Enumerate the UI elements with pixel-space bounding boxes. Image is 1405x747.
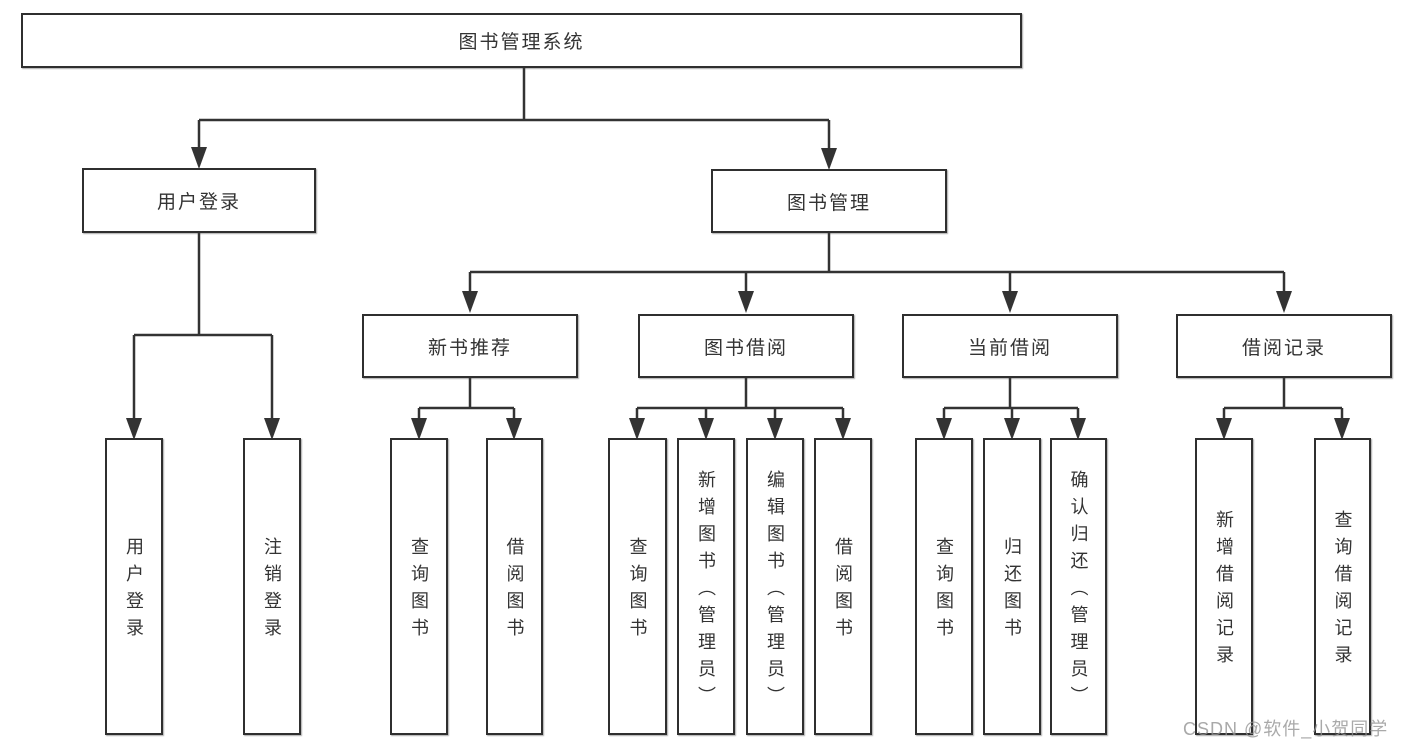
arrow-down-icon xyxy=(506,418,522,440)
arrow-down-icon xyxy=(1002,291,1018,313)
leaf-query-books-current-label: 查询图书 xyxy=(934,537,954,645)
leaf-add-book-admin-label: 新增图书（管理员） xyxy=(696,469,716,713)
leaf-user-login: 用户登录 xyxy=(105,438,163,735)
arrow-down-icon xyxy=(1004,418,1020,440)
leaf-return-books-label: 归还图书 xyxy=(1002,537,1022,645)
arrow-down-icon xyxy=(191,147,207,169)
node-current-borrow: 当前借阅 xyxy=(902,314,1118,378)
node-book-management-label: 图书管理 xyxy=(786,192,871,214)
arrow-down-icon xyxy=(835,418,851,440)
node-book-borrow: 图书借阅 xyxy=(638,314,854,378)
leaf-logout-label: 注销登录 xyxy=(262,537,282,645)
connector-user-login-to-leaves xyxy=(132,233,274,420)
node-current-borrow-label: 当前借阅 xyxy=(967,337,1052,359)
arrow-down-icon xyxy=(767,418,783,440)
node-book-management: 图书管理 xyxy=(711,169,947,233)
leaf-edit-book-admin-label: 编辑图书（管理员） xyxy=(765,469,785,713)
node-library-system-label: 图书管理系统 xyxy=(458,32,585,53)
leaf-confirm-return-admin: 确认归还（管理员） xyxy=(1050,438,1107,735)
arrow-down-icon xyxy=(936,418,952,440)
leaf-edit-book-admin: 编辑图书（管理员） xyxy=(746,438,804,735)
connector-new-recommend-to-leaves xyxy=(417,378,516,420)
node-new-book-recommend: 新书推荐 xyxy=(362,314,578,378)
leaf-query-borrow-record: 查询借阅记录 xyxy=(1314,438,1371,735)
arrow-down-icon xyxy=(126,418,142,440)
arrow-down-icon xyxy=(264,418,280,440)
connector-root-to-level2 xyxy=(197,68,831,151)
node-library-system: 图书管理系统 xyxy=(21,13,1022,68)
arrow-down-icon xyxy=(462,291,478,313)
node-user-login-label: 用户登录 xyxy=(156,192,241,213)
arrow-down-icon xyxy=(1070,418,1086,440)
arrow-down-icon xyxy=(1334,418,1350,440)
leaf-query-books-borrow: 查询图书 xyxy=(608,438,667,735)
leaf-add-borrow-record-label: 新增借阅记录 xyxy=(1214,510,1234,672)
arrow-down-icon xyxy=(698,418,714,440)
node-user-login: 用户登录 xyxy=(82,168,316,233)
connector-book-borrow-to-leaves xyxy=(635,378,845,420)
leaf-logout: 注销登录 xyxy=(243,438,301,735)
leaf-user-login-label: 用户登录 xyxy=(124,537,144,645)
leaf-borrow-books-borrow-label: 借阅图书 xyxy=(833,537,853,645)
leaf-return-books: 归还图书 xyxy=(983,438,1041,735)
leaf-borrow-books-recommend-label: 借阅图书 xyxy=(504,537,525,645)
arrow-down-icon xyxy=(1216,418,1232,440)
connector-book-mgmt-to-level3 xyxy=(468,233,1286,294)
leaf-query-books-recommend-label: 查询图书 xyxy=(409,537,429,645)
node-borrow-records-label: 借阅记录 xyxy=(1241,337,1326,359)
connector-current-borrow-to-leaves xyxy=(942,378,1080,420)
arrow-down-icon xyxy=(1276,291,1292,313)
csdn-watermark: CSDN @软件_小贺同学 xyxy=(1183,719,1389,739)
leaf-query-books-recommend: 查询图书 xyxy=(390,438,448,735)
leaf-query-borrow-record-label: 查询借阅记录 xyxy=(1332,510,1353,672)
connector-borrow-records-to-leaves xyxy=(1222,378,1344,420)
leaf-query-books-borrow-label: 查询图书 xyxy=(627,537,648,645)
leaf-confirm-return-admin-label: 确认归还（管理员） xyxy=(1068,469,1089,713)
arrow-down-icon xyxy=(738,291,754,313)
arrow-down-icon xyxy=(821,148,837,170)
leaf-add-book-admin: 新增图书（管理员） xyxy=(677,438,735,735)
node-book-borrow-label: 图书借阅 xyxy=(703,337,788,359)
leaf-query-books-current: 查询图书 xyxy=(915,438,973,735)
node-borrow-records: 借阅记录 xyxy=(1176,314,1392,378)
node-new-book-recommend-label: 新书推荐 xyxy=(427,337,512,359)
arrow-down-icon xyxy=(629,418,645,440)
leaf-borrow-books-borrow: 借阅图书 xyxy=(814,438,872,735)
arrow-down-icon xyxy=(411,418,427,440)
leaf-borrow-books-recommend: 借阅图书 xyxy=(486,438,543,735)
leaf-add-borrow-record: 新增借阅记录 xyxy=(1195,438,1253,735)
